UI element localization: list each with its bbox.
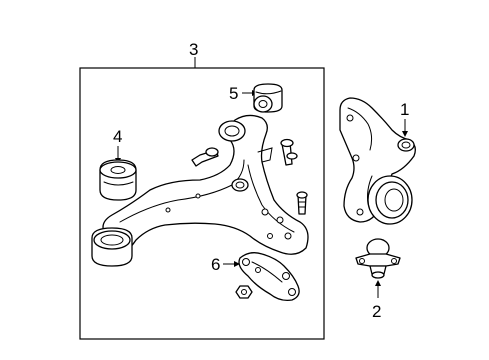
ball-joint-plate-part-6 bbox=[235, 252, 300, 302]
callout-1-arrow bbox=[402, 119, 408, 137]
callout-5-label: 5 bbox=[229, 84, 238, 103]
ball-joint-part-2 bbox=[355, 238, 401, 279]
lower-control-arm bbox=[91, 114, 309, 267]
callout-4-label: 4 bbox=[113, 127, 122, 146]
steering-knuckle-part-1 bbox=[339, 97, 416, 225]
callout-6-arrow bbox=[223, 261, 240, 267]
bolt-vertical bbox=[296, 191, 308, 215]
callout-1-label: 1 bbox=[400, 100, 409, 119]
callout-3-label: 3 bbox=[189, 40, 198, 59]
bolt-left bbox=[191, 147, 219, 167]
callout-2-label: 2 bbox=[372, 302, 381, 321]
assembly-frame bbox=[79, 67, 325, 340]
callout-2-arrow bbox=[375, 280, 381, 298]
bushing-part-5 bbox=[253, 83, 283, 113]
callout-6-label: 6 bbox=[211, 255, 220, 274]
bushing-part-4 bbox=[99, 159, 137, 201]
bolt-right bbox=[280, 138, 298, 166]
